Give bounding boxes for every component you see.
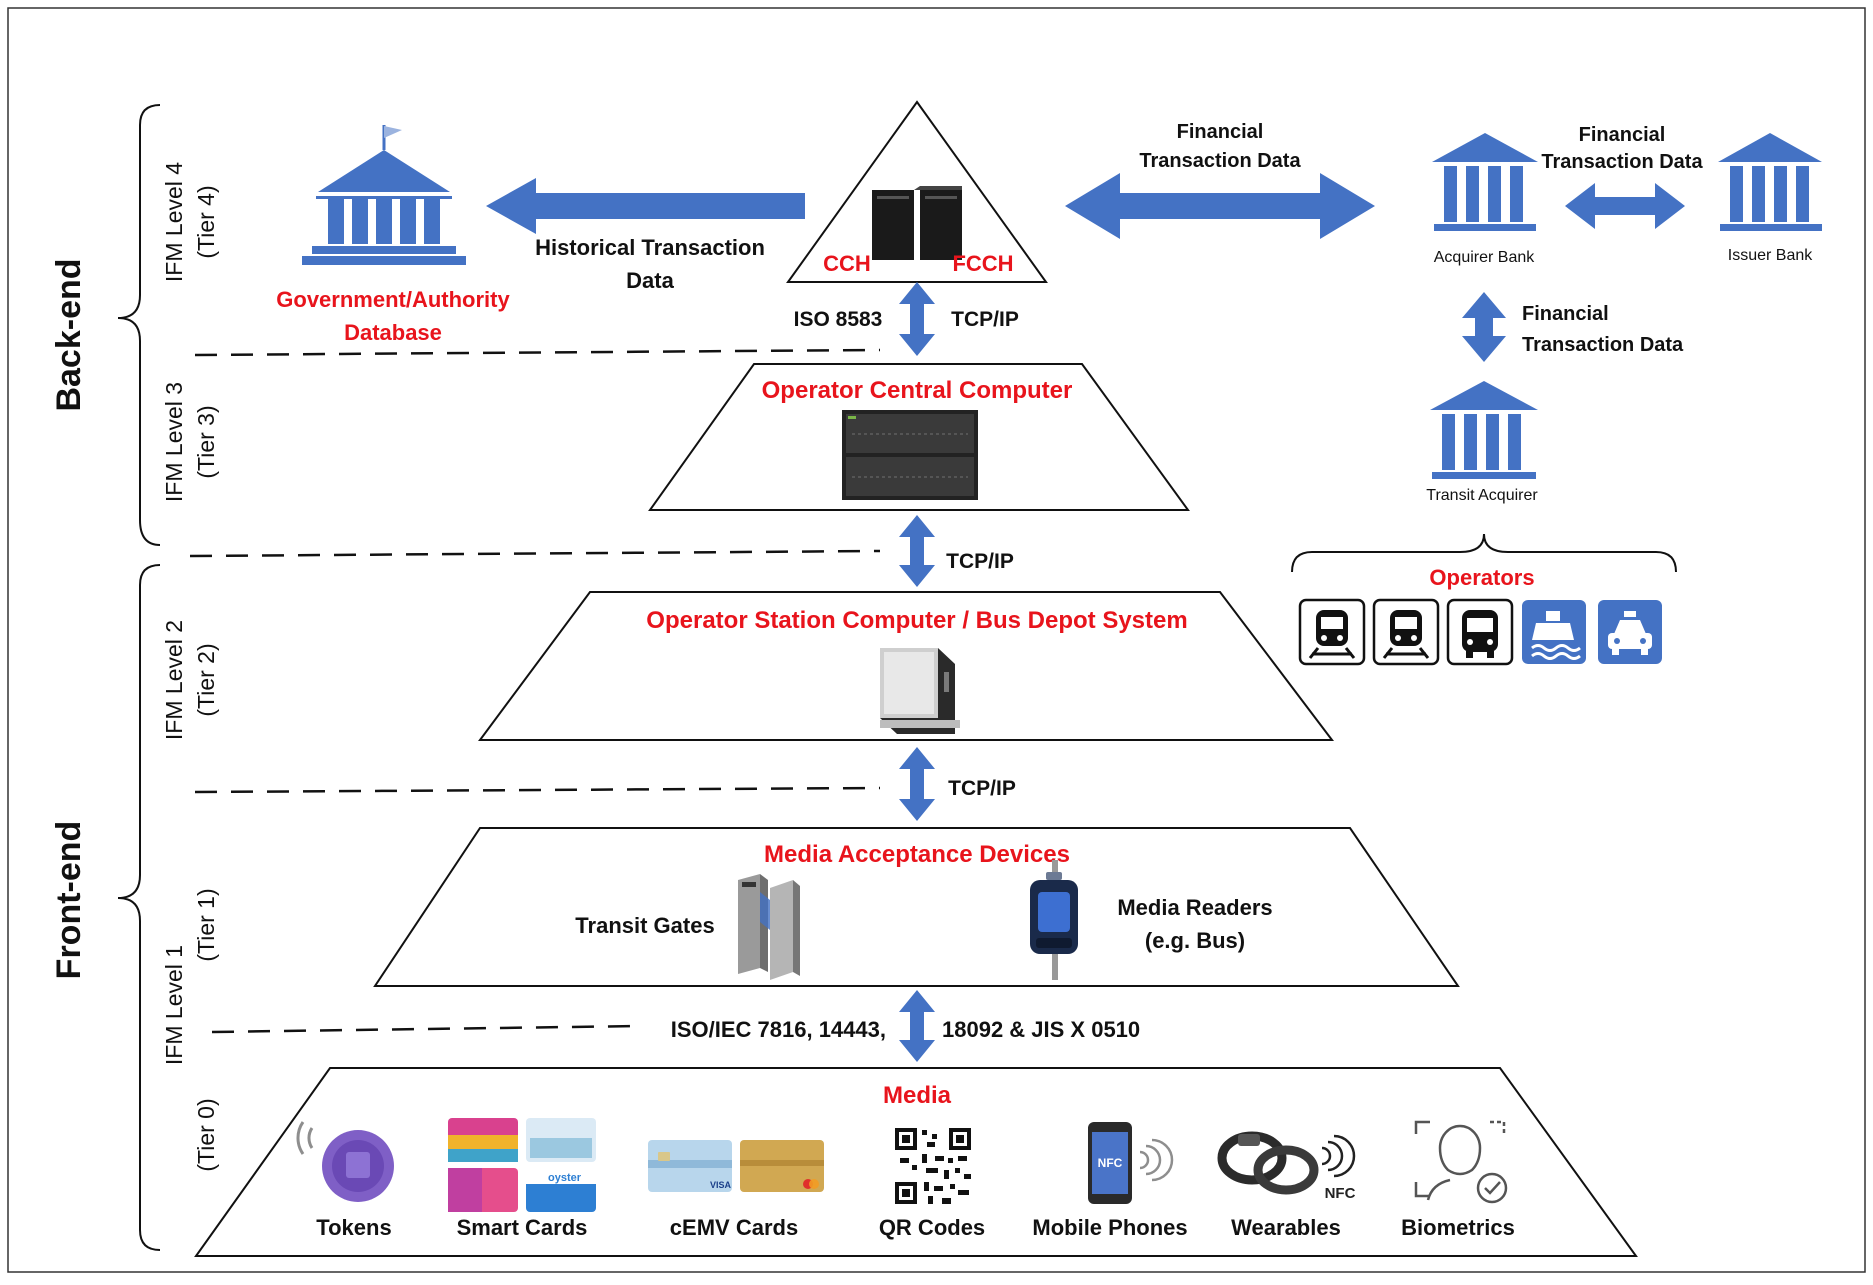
tier3-label: (Tier 3) (193, 405, 219, 478)
tier1-label: (Tier 1) (193, 888, 219, 961)
media-item-biometrics: Biometrics (1401, 1215, 1515, 1240)
tcpip-tier4-label: TCP/IP (951, 308, 1019, 331)
level4-label: IFM Level 4 (161, 162, 187, 282)
tcpip-tier2-label: TCP/IP (948, 777, 1016, 800)
front-end-brace (117, 564, 161, 1251)
wearable-nfc-text: NFC (1325, 1185, 1356, 1202)
tier2-label: (Tier 2) (193, 643, 219, 716)
taxi-icon (1598, 600, 1662, 664)
media-readers-label-2: (e.g. Bus) (1145, 928, 1245, 953)
separator-tier4-3 (194, 348, 881, 357)
transit-acquirer-icon (1430, 381, 1538, 479)
financial-data-arrow-1 (1065, 173, 1375, 239)
gov-db-label-2: Database (344, 320, 442, 345)
historical-label-2: Data (626, 268, 674, 293)
ship-icon (1522, 600, 1586, 664)
historical-label-1: Historical Transaction (535, 235, 765, 260)
token-icon (296, 1121, 394, 1202)
outer-frame (7, 7, 1866, 1273)
fcch-label: FCCH (952, 251, 1013, 276)
phone-nfc-text: NFC (1098, 1156, 1123, 1170)
tier4-label: (Tier 4) (193, 185, 219, 258)
separator-tier1-0 (211, 1024, 641, 1034)
qr-code-icon (895, 1128, 971, 1204)
media-item-qr-codes: QR Codes (879, 1215, 985, 1240)
level1-label: IFM Level 1 (161, 945, 187, 1065)
transit-gate-icon (738, 874, 800, 980)
iso8583-arrow (899, 282, 935, 356)
back-end-brace (117, 104, 161, 546)
tier1-title: Media Acceptance Devices (764, 841, 1070, 868)
fin2-label-2: Transaction Data (1541, 151, 1703, 173)
acquirer-bank-icon (1432, 133, 1538, 231)
historical-data-arrow (486, 178, 805, 234)
financial-data-arrow-2 (1565, 183, 1685, 229)
media-item-smart-cards: Smart Cards (457, 1215, 588, 1240)
standards-arrow (899, 990, 935, 1062)
fin3-label-2: Transaction Data (1522, 334, 1684, 356)
issuer-bank-icon (1718, 133, 1822, 231)
operators-brace (1291, 533, 1677, 573)
media-readers-label-1: Media Readers (1117, 895, 1272, 920)
visa-brand: VISA (710, 1180, 732, 1190)
tier0-title: Media (883, 1082, 952, 1109)
issuer-bank-label: Issuer Bank (1728, 247, 1813, 264)
biometrics-icon (1414, 1120, 1508, 1204)
transit-gates-label: Transit Gates (575, 913, 714, 938)
standards-right-label: 18092 & JIS X 0510 (942, 1017, 1140, 1042)
fin1-label-2: Transaction Data (1139, 150, 1301, 172)
media-item-mobile-phones: Mobile Phones (1032, 1215, 1187, 1240)
wearable-icon: NFC (1217, 1131, 1356, 1202)
level3-label: IFM Level 3 (161, 382, 187, 502)
media-item-wearables: Wearables (1231, 1215, 1341, 1240)
standards-left-label: ISO/IEC 7816, 14443, (671, 1017, 886, 1042)
smart-card-icon: oyster (448, 1118, 596, 1212)
transit-acquirer-label: Transit Acquirer (1426, 487, 1538, 504)
front-end-label: Front-end (50, 821, 88, 980)
train-icon (1298, 598, 1366, 666)
tier1-trapezoid (373, 827, 1460, 987)
iso8583-label: ISO 8583 (794, 308, 883, 331)
government-building-icon (302, 125, 466, 265)
financial-data-arrow-3 (1462, 292, 1506, 362)
media-item-cemv-cards: cEMV Cards (670, 1215, 798, 1240)
bus-icon (1446, 598, 1514, 666)
server-rack-icon (872, 186, 962, 260)
station-computer-icon (880, 648, 960, 734)
mobile-phone-icon: NFC (1088, 1122, 1174, 1204)
train-icon (1372, 598, 1440, 666)
acquirer-bank-label: Acquirer Bank (1434, 249, 1535, 266)
separator-tier3-2 (189, 549, 881, 558)
level2-label: IFM Level 2 (161, 620, 187, 740)
cemv-card-icon: VISA (648, 1140, 824, 1192)
media-reader-icon (1030, 860, 1078, 980)
oyster-brand: oyster (548, 1172, 582, 1184)
media-item-tokens: Tokens (316, 1215, 391, 1240)
back-end-label: Back-end (50, 258, 88, 411)
cch-label: CCH (823, 251, 871, 276)
operators-title: Operators (1429, 565, 1534, 590)
tier0-label: (Tier 0) (193, 1098, 219, 1171)
fin3-label-1: Financial (1522, 303, 1609, 325)
tier3-title: Operator Central Computer (762, 377, 1073, 404)
tcpip-arrow-3-2 (899, 515, 935, 587)
tcpip-tier3-label: TCP/IP (946, 550, 1014, 573)
tcpip-arrow-2-1 (899, 747, 935, 821)
fin1-label-1: Financial (1177, 121, 1264, 143)
separator-tier2-1 (194, 786, 881, 794)
fin2-label-1: Financial (1579, 124, 1666, 146)
tier2-title: Operator Station Computer / Bus Depot Sy… (646, 607, 1187, 634)
gov-db-label-1: Government/Authority (276, 287, 510, 312)
central-server-icon (842, 410, 978, 500)
